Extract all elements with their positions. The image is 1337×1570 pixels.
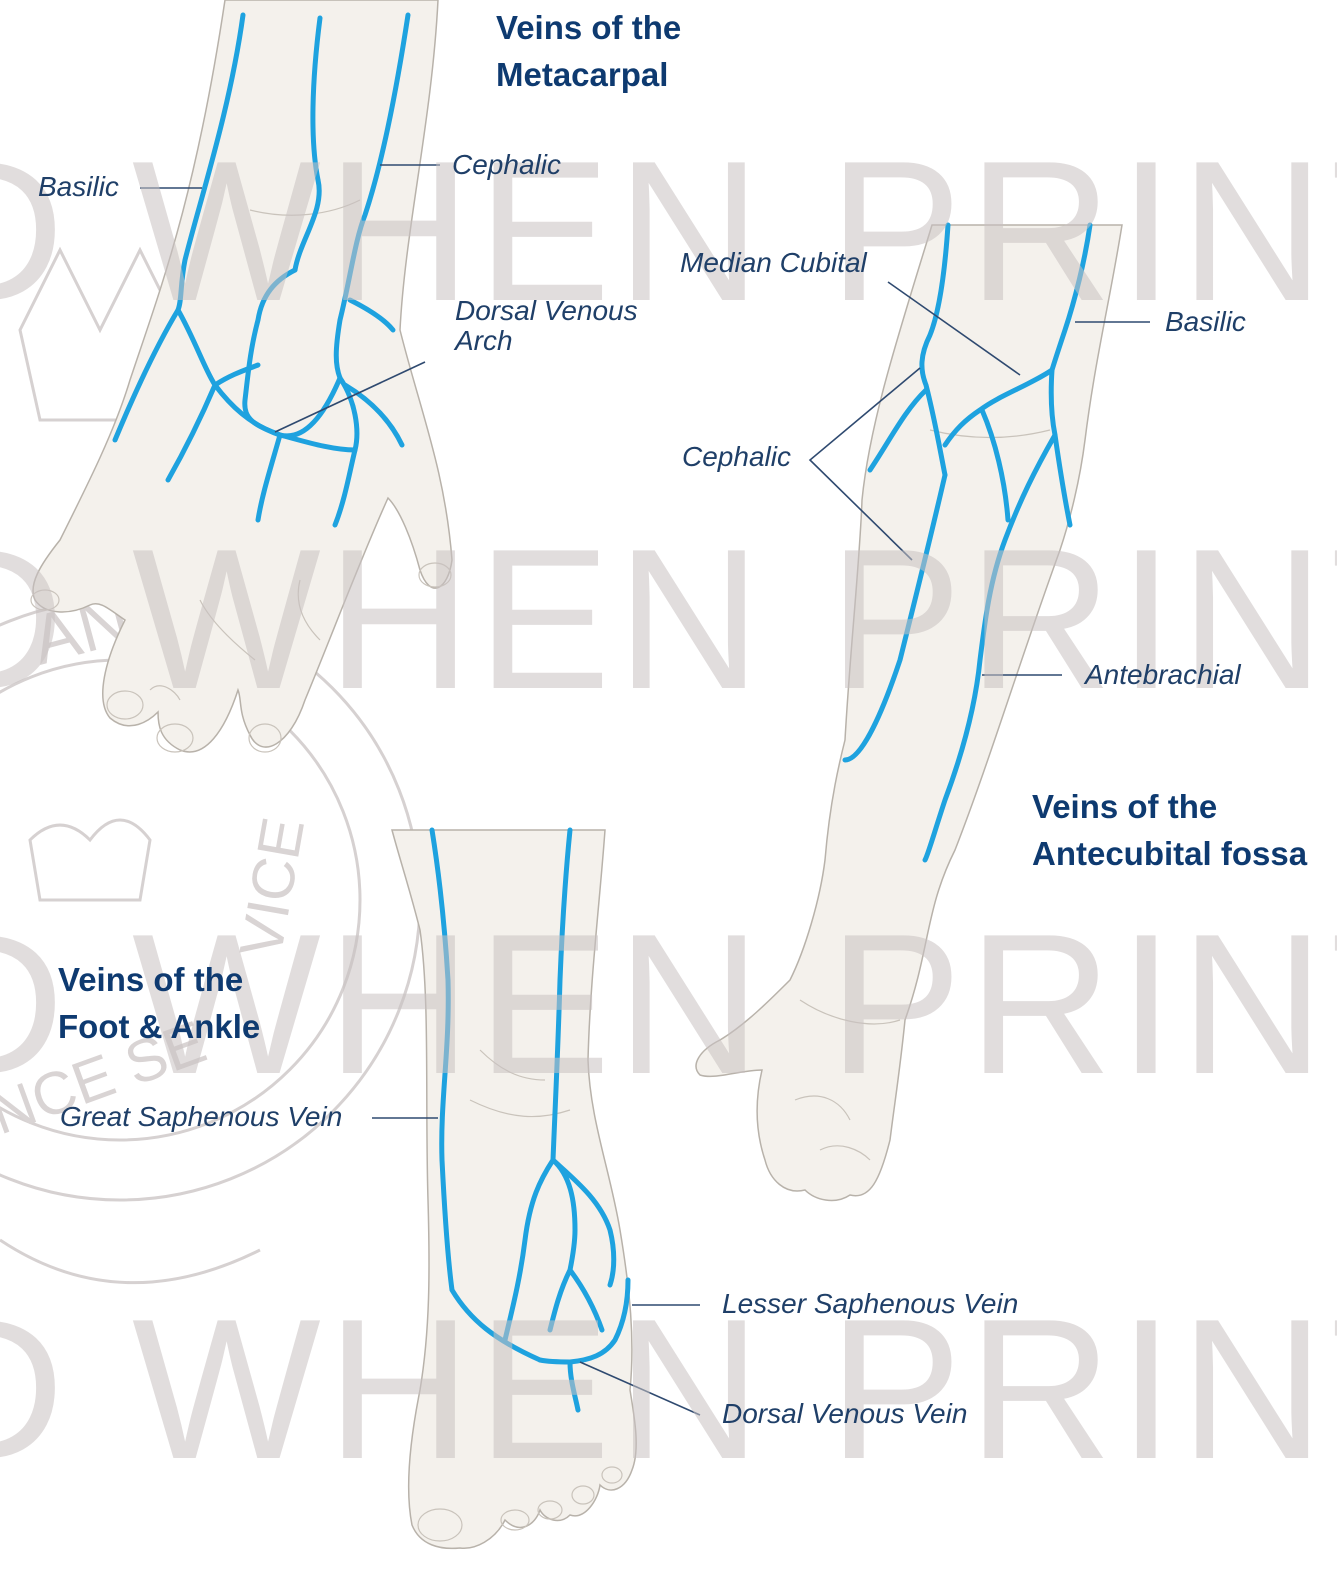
arm-title-line1: Veins of the [1032,783,1307,830]
foot-panel-title: Veins of the Foot & Ankle [58,956,260,1050]
hand-title-line2: Metacarpal [496,51,681,98]
label-arm-cephalic: Cephalic [682,442,791,472]
label-arm-antebrachial: Antebrachial [1085,660,1241,690]
label-hand-dorsal-arch-line1: Dorsal Venous [455,296,638,326]
arm-title-line2: Antecubital fossa [1032,830,1307,877]
label-foot-great-saphenous: Great Saphenous Vein [60,1102,342,1132]
label-arm-median-cubital: Median Cubital [680,248,867,278]
label-hand-dorsal-arch-line2: Arch [455,326,638,356]
label-foot-dorsal-venous: Dorsal Venous Vein [722,1399,967,1429]
watermark-row-2: D WHEN PRINTED [0,520,1337,720]
label-hand-cephalic: Cephalic [452,150,561,180]
label-hand-dorsal-arch: Dorsal Venous Arch [455,296,638,356]
label-foot-lesser-saphenous: Lesser Saphenous Vein [722,1289,1018,1319]
foot-title-line2: Foot & Ankle [58,1003,260,1050]
watermark-row-1: D WHEN PRINTED [0,132,1337,332]
hand-title-line1: Veins of the [496,4,681,51]
watermark-row-4: D WHEN PRINTED [0,1290,1337,1490]
arm-panel-title: Veins of the Antecubital fossa [1032,783,1307,877]
label-arm-basilic: Basilic [1165,307,1246,337]
foot-title-line1: Veins of the [58,956,260,1003]
label-hand-basilic: Basilic [38,172,119,202]
hand-panel-title: Veins of the Metacarpal [496,4,681,98]
